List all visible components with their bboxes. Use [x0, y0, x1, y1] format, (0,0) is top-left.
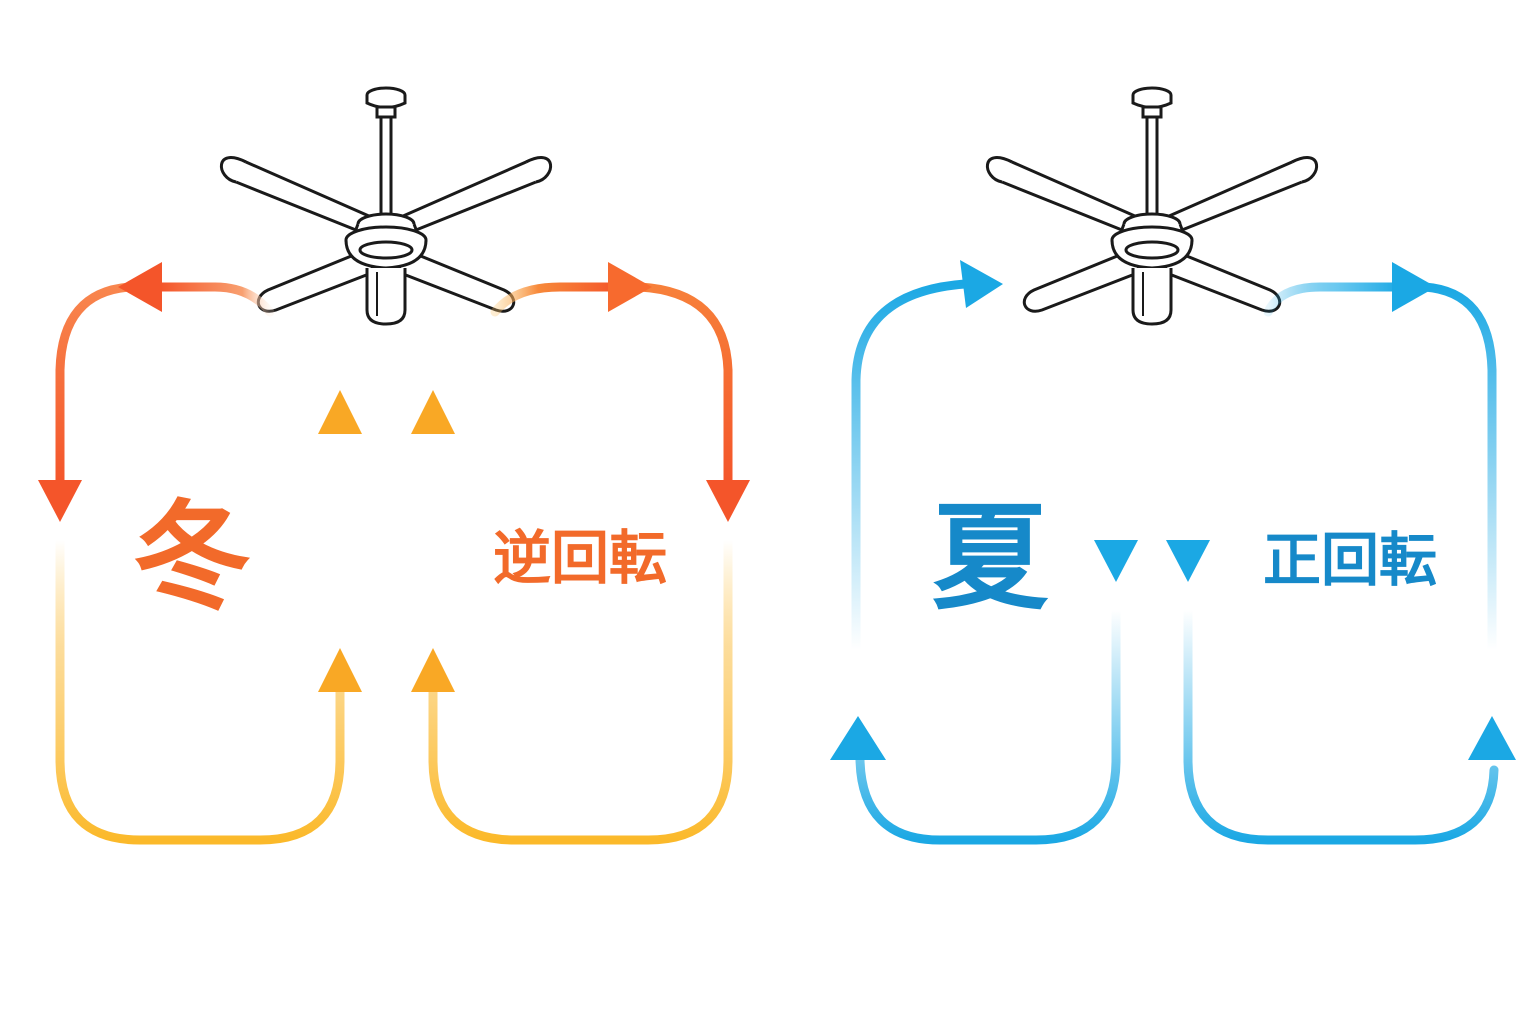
airflow-arrow-icon	[38, 262, 750, 692]
summer-panel: 夏 正回転	[830, 86, 1516, 845]
ceiling-fan-icon	[985, 86, 1319, 326]
winter-panel: 冬 逆回転	[38, 86, 750, 845]
airflow-arrow-icon	[830, 260, 1516, 760]
season-label-winter: 冬	[133, 488, 251, 626]
ceiling-fan-icon	[219, 86, 553, 326]
winter-left-loop	[55, 282, 345, 845]
winter-right-loop	[428, 282, 733, 845]
season-label-summer: 夏	[932, 491, 1049, 626]
summer-left-loop	[851, 279, 1121, 845]
rotation-label-reverse: 逆回転	[493, 524, 667, 592]
summer-right-loop	[1183, 282, 1499, 845]
rotation-label-forward: 正回転	[1263, 526, 1437, 594]
